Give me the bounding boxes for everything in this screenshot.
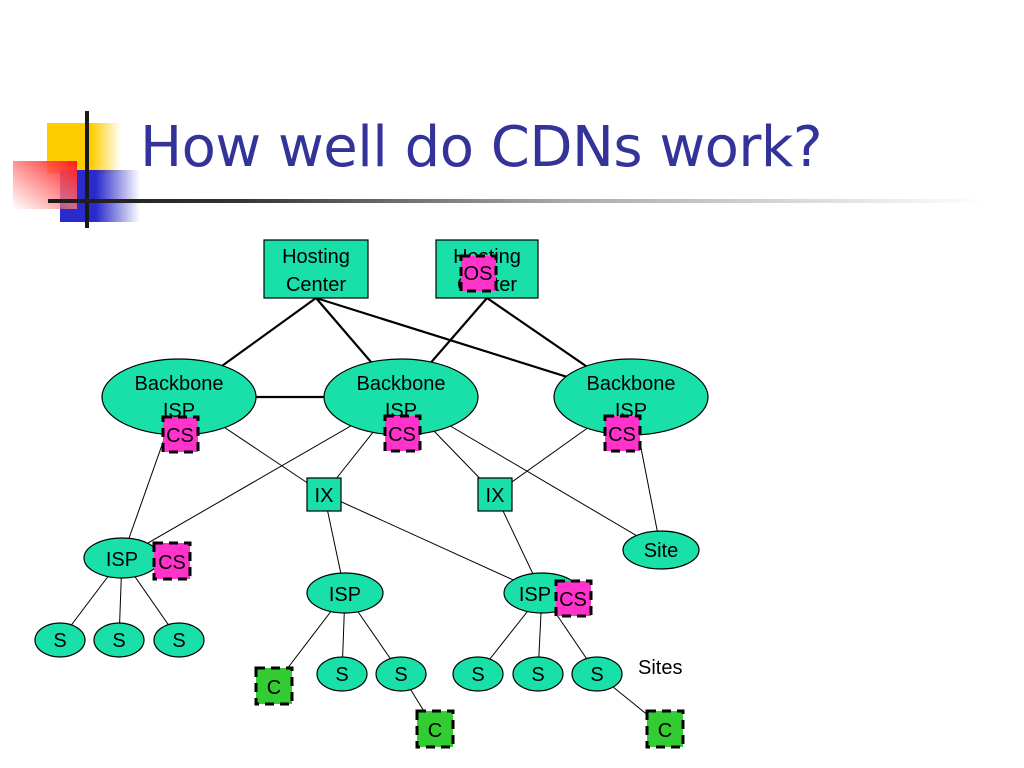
cache-server-bb1: CS xyxy=(161,415,200,454)
title-underline-rule xyxy=(48,199,988,203)
client-label: C xyxy=(658,720,672,742)
site-node: Site xyxy=(622,530,700,570)
stub-site-3: S xyxy=(153,622,205,658)
client-1: C xyxy=(254,666,294,706)
svg-text:ISP: ISP xyxy=(329,584,361,606)
backbone-isp-3: Backbone ISP xyxy=(553,358,709,436)
client-label: C xyxy=(428,720,442,742)
svg-text:ISP: ISP xyxy=(519,584,551,606)
svg-text:Site: Site xyxy=(644,540,678,562)
hosting-center-1: Hosting Center xyxy=(263,239,369,299)
cache-server-bb2: CS xyxy=(383,414,422,453)
stub-site-label: S xyxy=(471,664,484,686)
svg-text:IX: IX xyxy=(486,485,505,507)
origin-server-label: OS xyxy=(464,263,493,285)
isp-1: ISP xyxy=(83,537,161,579)
stub-site-7: S xyxy=(512,656,564,692)
isp-2: ISP xyxy=(306,572,384,614)
svg-text:ISP: ISP xyxy=(106,549,138,571)
svg-text:CS: CS xyxy=(559,589,587,611)
stub-site-label: S xyxy=(531,664,544,686)
svg-text:CS: CS xyxy=(158,552,186,574)
stub-site-8: S xyxy=(571,656,623,692)
stub-site-5: S xyxy=(375,656,427,692)
cache-server-bb3: CS xyxy=(603,414,642,453)
cache-server-isp1: CS xyxy=(152,541,192,581)
client-label: C xyxy=(267,677,281,699)
stub-site-label: S xyxy=(53,630,66,652)
ix-2: IX xyxy=(477,477,513,512)
client-2: C xyxy=(415,709,455,749)
stub-site-6: S xyxy=(452,656,504,692)
backbone-isp-3-line1: Backbone xyxy=(587,373,676,395)
svg-text:CS: CS xyxy=(166,425,194,447)
cache-server-isp3: CS xyxy=(554,579,593,618)
decor-vertical-rule xyxy=(85,111,89,228)
stub-site-label: S xyxy=(112,630,125,652)
sites-caption: Sites xyxy=(638,657,682,679)
backbone-isp-2: Backbone ISP xyxy=(323,358,479,436)
stub-site-label: S xyxy=(335,664,348,686)
stub-site-label: S xyxy=(394,664,407,686)
clients: C C C xyxy=(254,666,685,749)
ix-1: IX xyxy=(306,477,342,512)
svg-text:CS: CS xyxy=(608,424,636,446)
backbone-isp-1-line1: Backbone xyxy=(135,373,224,395)
edge-ix1-isp3 xyxy=(323,493,543,594)
stub-site-2: S xyxy=(93,622,145,658)
svg-text:IX: IX xyxy=(315,485,334,507)
stub-site-label: S xyxy=(590,664,603,686)
stub-site-label: S xyxy=(172,630,185,652)
slide-title: How well do CDNs work? xyxy=(140,115,823,180)
stub-site-4: S xyxy=(316,656,368,692)
backbone-isp-1: Backbone ISP xyxy=(101,358,257,436)
backbone-isp-2-line1: Backbone xyxy=(357,373,446,395)
client-3: C xyxy=(645,709,685,749)
stub-sites: S S S S S S S S xyxy=(34,622,623,692)
svg-text:CS: CS xyxy=(388,424,416,446)
hosting-center-1-line1: Hosting xyxy=(282,246,350,268)
stub-site-1: S xyxy=(34,622,86,658)
origin-server-box: OS xyxy=(459,254,498,293)
hosting-center-1-line2: Center xyxy=(286,274,346,296)
